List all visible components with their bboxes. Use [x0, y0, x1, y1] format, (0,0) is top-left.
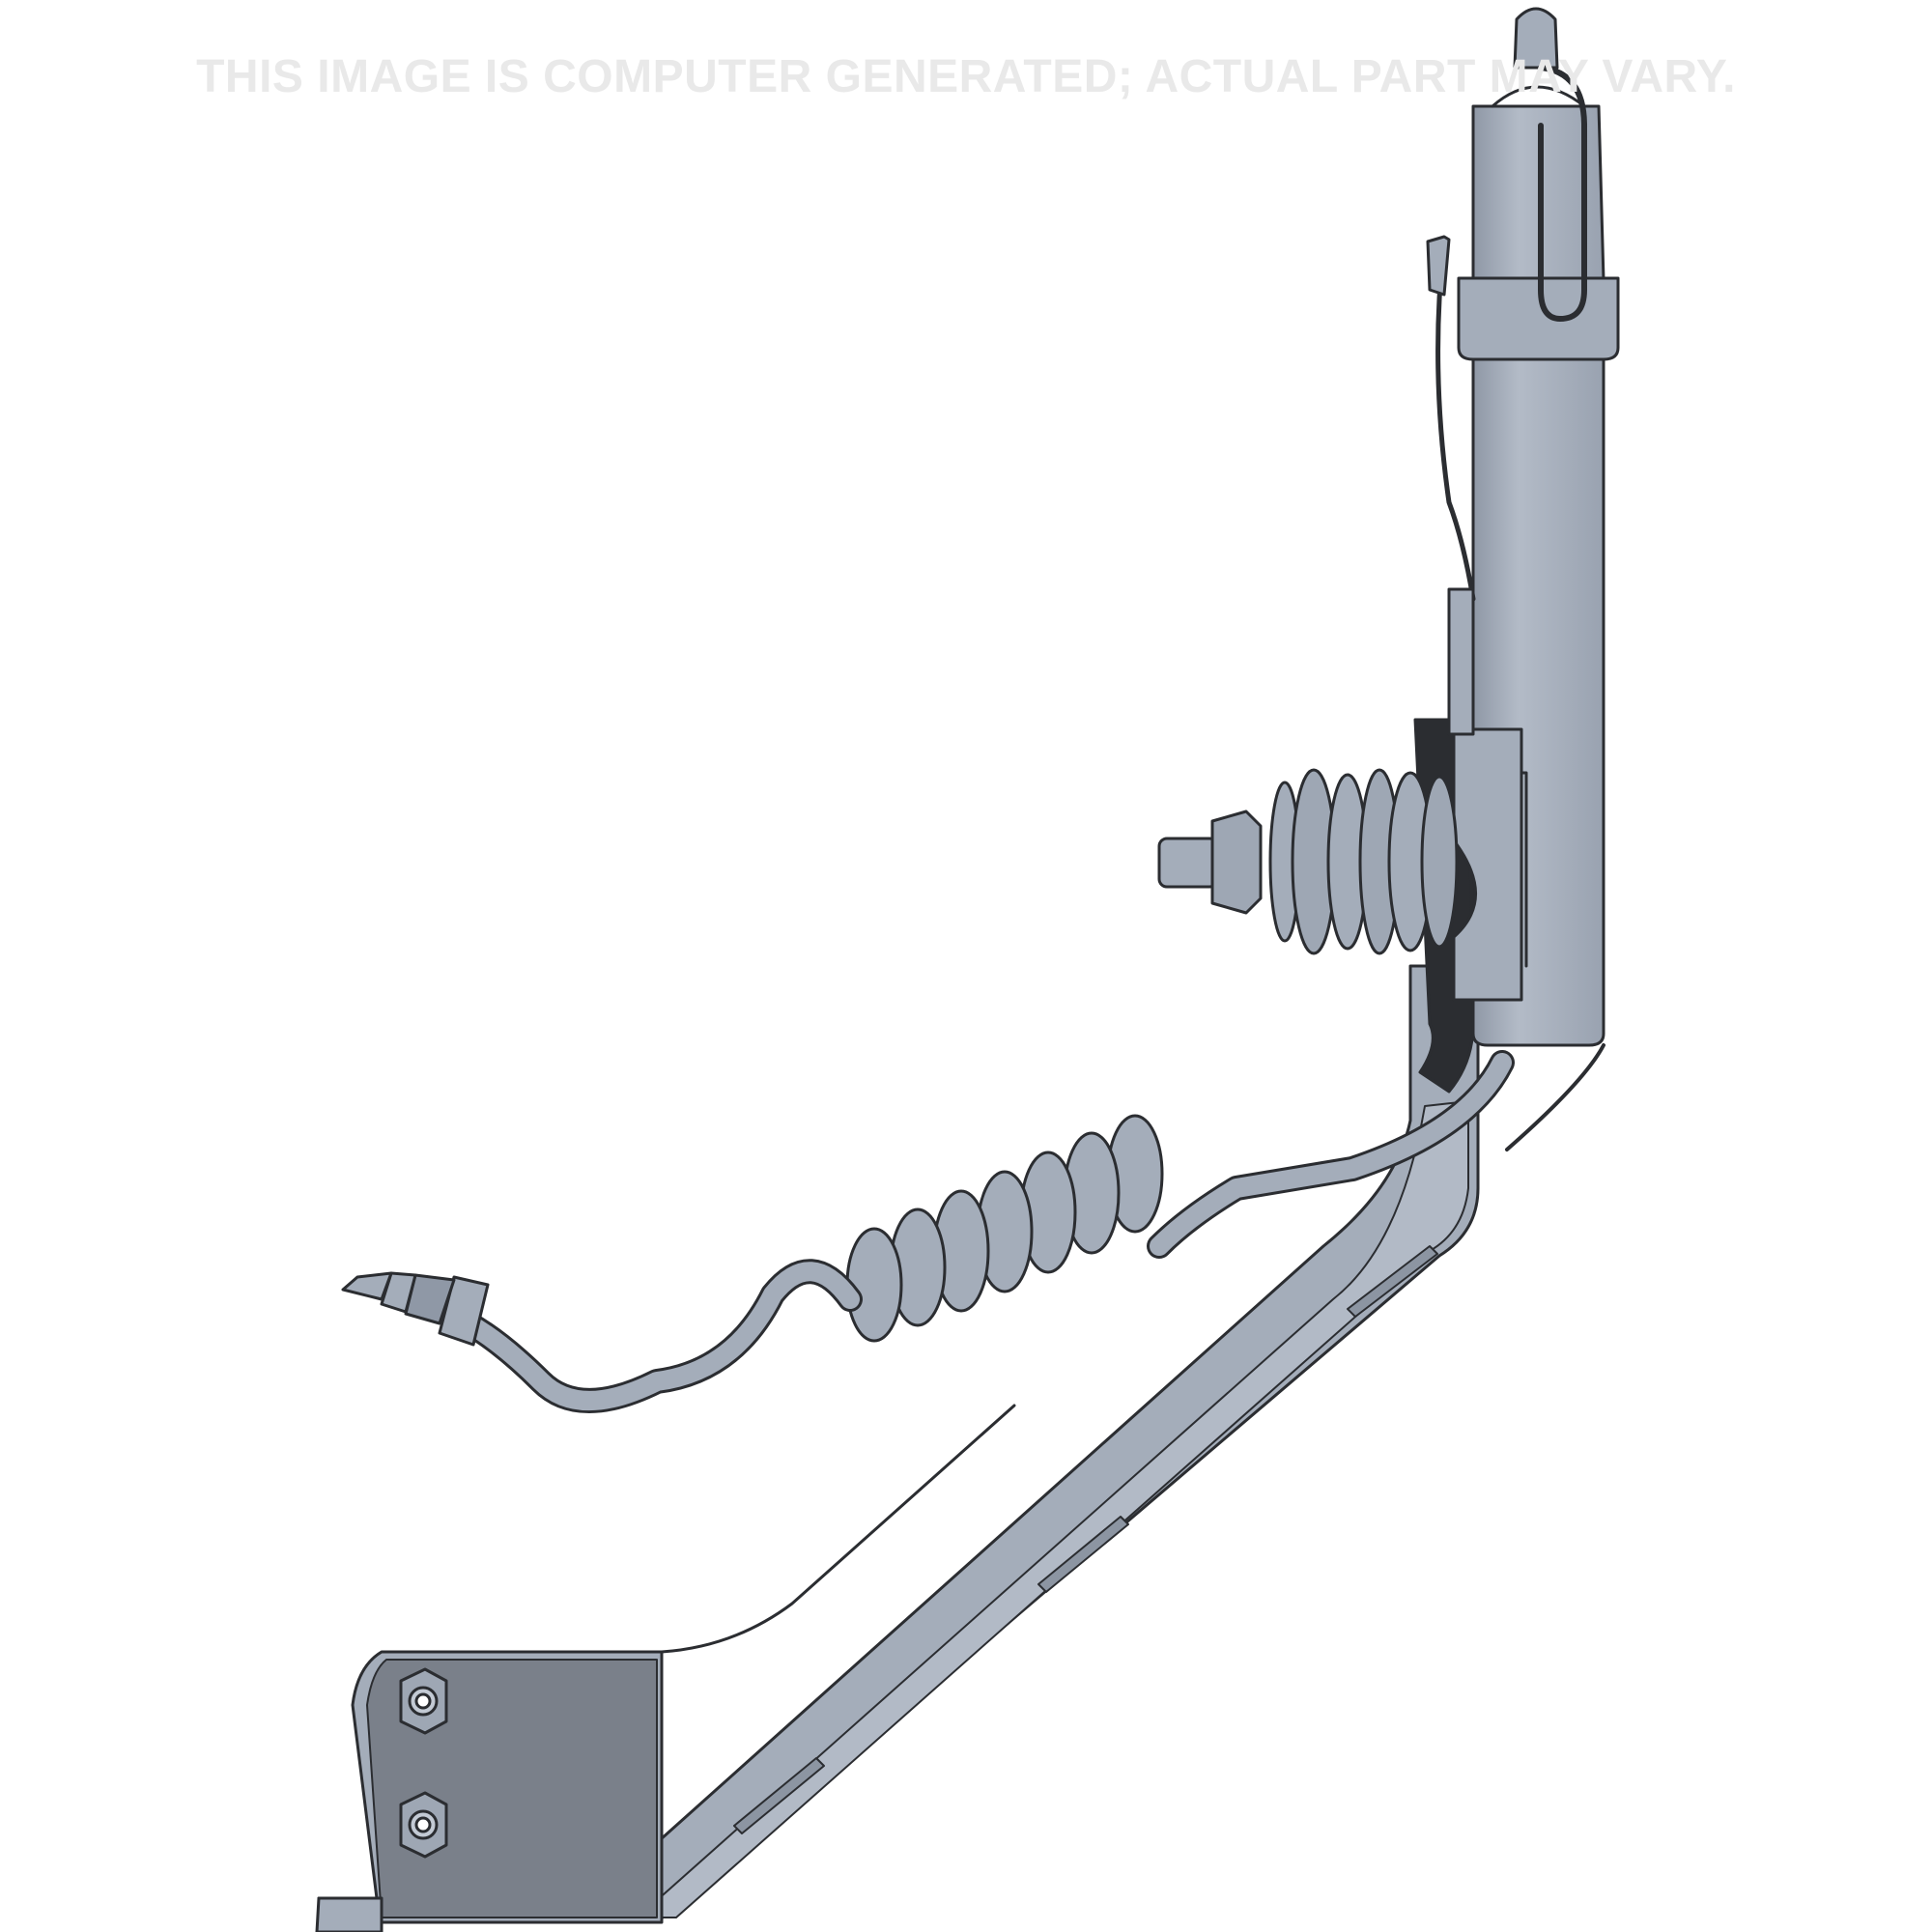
- base-foot: [315, 1896, 384, 1932]
- cable-terminal-connector: [341, 1271, 490, 1347]
- hex-nut-lower: [399, 1791, 448, 1859]
- spring-bolt-assembly: [1157, 768, 1459, 955]
- hex-nut-upper: [399, 1667, 448, 1735]
- connector-cap: [1513, 7, 1559, 70]
- connector-clip: [1538, 65, 1587, 322]
- bracket-arm: [568, 964, 1480, 1924]
- cable-coils: [845, 1114, 1164, 1343]
- clamp-block: [1452, 727, 1523, 1002]
- connector-collar: [1457, 276, 1620, 361]
- arm-slots: [733, 1245, 1438, 1834]
- thin-wire: [1435, 239, 1476, 602]
- bracket-arm-face: [637, 1100, 1469, 1918]
